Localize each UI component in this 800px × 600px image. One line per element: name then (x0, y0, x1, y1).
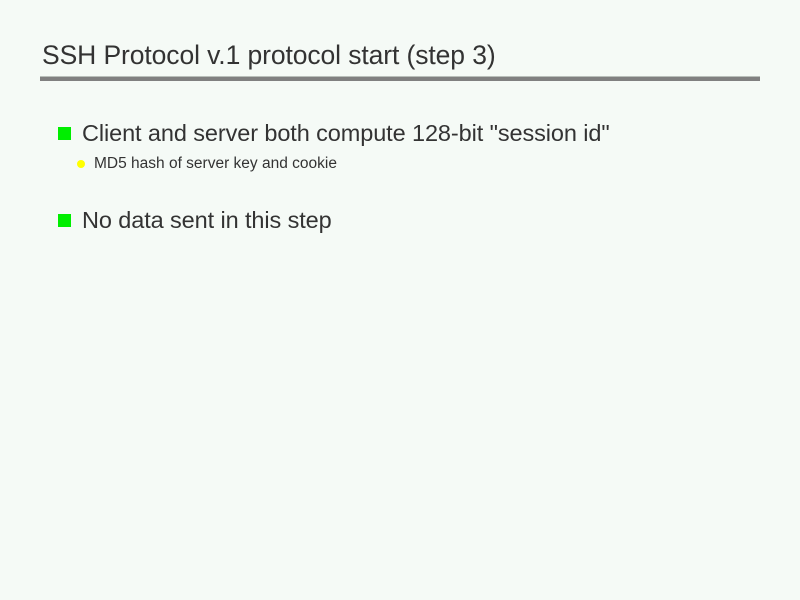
list-item-label: Client and server both compute 128-bit "… (82, 120, 610, 146)
sub-list-item-label: MD5 hash of server key and cookie (94, 155, 337, 172)
slide-body: Client and server both compute 128-bit "… (0, 118, 800, 235)
page-title: SSH Protocol v.1 protocol start (step 3) (42, 40, 496, 70)
bullet-spacer (0, 174, 800, 205)
sub-list-item: MD5 hash of server key and cookie (0, 153, 800, 174)
list-item: No data sent in this step (0, 205, 800, 235)
title-divider (40, 76, 760, 81)
green-square-bullet-icon (58, 214, 71, 227)
yellow-dot-bullet-icon (77, 160, 85, 168)
list-item-label: No data sent in this step (82, 207, 332, 233)
list-item: Client and server both compute 128-bit "… (0, 118, 800, 148)
green-square-bullet-icon (58, 127, 71, 140)
